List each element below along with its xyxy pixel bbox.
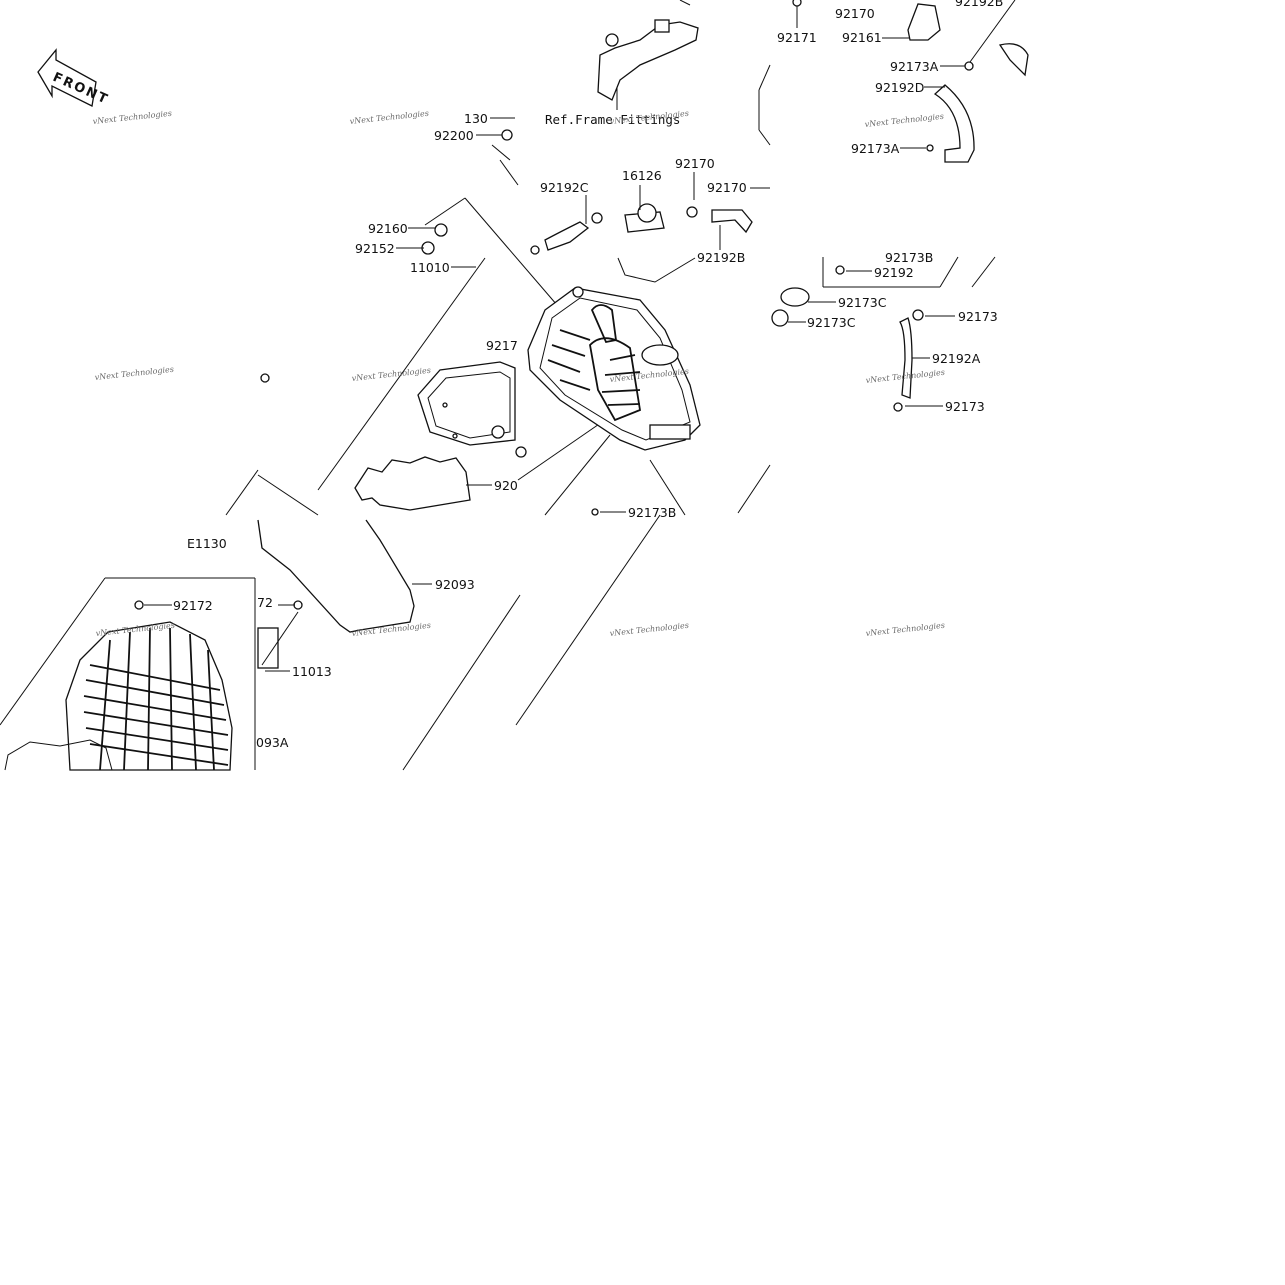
label-92192: 92192 — [874, 265, 914, 280]
label-72-cut: 72 — [257, 595, 273, 610]
leader-lines — [144, 0, 1016, 672]
label-92173b-right: 92173B — [885, 250, 933, 265]
label-92093: 92093 — [435, 577, 475, 592]
front-arrow-icon: FRONT — [37, 48, 111, 108]
label-093a-cut: 093A — [256, 735, 289, 750]
label-92173c-2: 92173C — [807, 315, 856, 330]
label-92192b-top: 92192B — [955, 0, 1003, 9]
label-92173c-1: 92173C — [838, 295, 887, 310]
label-92160: 92160 — [368, 221, 408, 236]
gasket-92093b — [257, 519, 415, 633]
label-92173a-2: 92173A — [851, 141, 900, 156]
label-92173a-1: 92173A — [890, 59, 939, 74]
watermarks: vNext Technologies vNext Technologies vN… — [92, 109, 945, 638]
label-920-cut: 920 — [494, 478, 518, 493]
label-130: 130 — [464, 111, 488, 126]
label-11010: 11010 — [410, 260, 450, 275]
label-92192c: 92192C — [540, 180, 589, 195]
label-92171: 92171 — [777, 30, 817, 45]
label-92170-right: 92170 — [707, 180, 747, 195]
label-92170-top: 92170 — [835, 6, 875, 21]
label-92152: 92152 — [355, 241, 395, 256]
hose-parts — [134, 0, 1029, 610]
section-label-e1130: E1130 — [187, 536, 227, 551]
watermark-text: vNext Technologies — [94, 365, 174, 382]
label-11013: 11013 — [292, 664, 332, 679]
label-92192b-mid: 92192B — [697, 250, 745, 265]
airbox-housing — [527, 286, 701, 451]
watermark-text: vNext Technologies — [351, 366, 431, 383]
watermark-text: vNext Technologies — [865, 621, 945, 638]
label-92173-2: 92173 — [945, 399, 985, 414]
part-labels: 130 92200 Ref.Frame Fittings 92170 92171… — [173, 0, 1003, 750]
gasket-92093 — [354, 456, 471, 511]
label-92173b-bottom: 92173B — [628, 505, 676, 520]
label-92192a: 92192A — [932, 351, 981, 366]
frame-lines — [0, 64, 996, 771]
label-92172: 92172 — [173, 598, 213, 613]
label-16126: 16126 — [622, 168, 662, 183]
watermark-text: vNext Technologies — [92, 109, 172, 126]
watermark-text: vNext Technologies — [864, 112, 944, 129]
label-92161: 92161 — [842, 30, 882, 45]
label-92170-mid: 92170 — [675, 156, 715, 171]
label-92192d: 92192D — [875, 80, 924, 95]
frame-bracket — [597, 0, 699, 110]
label-92173-1: 92173 — [958, 309, 998, 324]
label-9217-cut: 9217 — [486, 338, 518, 353]
ref-frame-fittings-label: Ref.Frame Fittings — [545, 112, 680, 127]
watermark-text: vNext Technologies — [349, 109, 429, 126]
watermark-text: vNext Technologies — [609, 621, 689, 638]
inset-housing — [4, 621, 279, 771]
label-92200: 92200 — [434, 128, 474, 143]
filter-element — [417, 361, 516, 446]
